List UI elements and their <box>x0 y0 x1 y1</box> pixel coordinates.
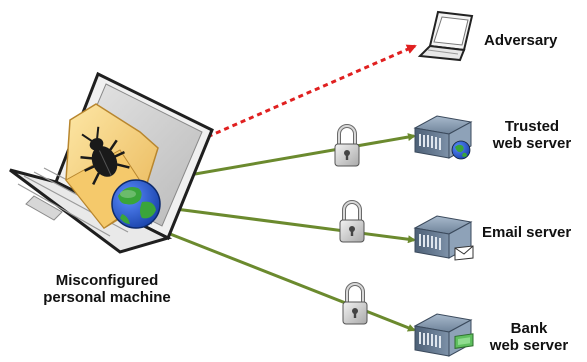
personal-machine-label-line2: personal machine <box>43 289 171 306</box>
server-icon <box>414 115 472 160</box>
trusted-server-label: Trusted web server <box>480 118 584 152</box>
laptop-icon <box>417 10 474 62</box>
email-server-label: Email server <box>482 224 572 241</box>
adversary-label: Adversary <box>484 32 558 49</box>
server-icon <box>414 215 474 261</box>
personal-machine-label: Misconfigured personal machine <box>22 272 192 306</box>
bank-server-label-line2: web server <box>489 337 569 354</box>
link-email-server <box>161 203 416 244</box>
trusted-server-label-line1: Trusted <box>504 118 560 135</box>
link-bank-server <box>152 224 416 332</box>
bug-icon <box>80 126 130 185</box>
personal-machine-label-line1: Misconfigured <box>55 272 159 289</box>
lock-icon <box>333 124 361 168</box>
globe-icon <box>451 140 471 160</box>
lock-icon <box>341 282 369 326</box>
trusted-server-label-line2: web server <box>492 135 572 152</box>
bank-server-label-line1: Bank <box>510 320 548 337</box>
link-trusted-server <box>165 133 416 183</box>
lock-icon <box>338 200 366 244</box>
globe-icon <box>111 179 161 229</box>
bank-server-label: Bank web server <box>476 320 582 354</box>
server-icon <box>414 313 474 357</box>
